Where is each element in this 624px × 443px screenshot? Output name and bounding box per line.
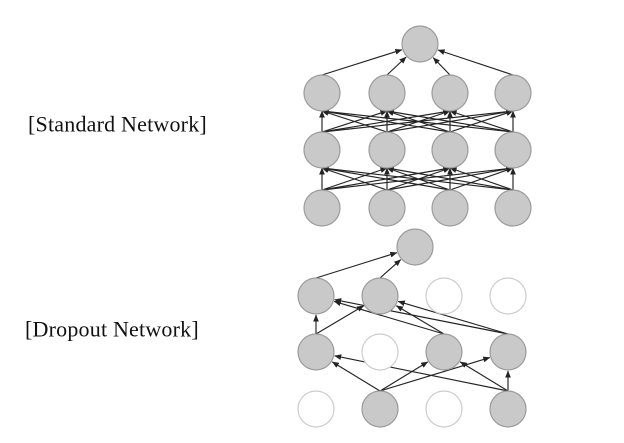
standard-network-input-layer-node-4: [494, 189, 532, 227]
dropout-network-hidden-layer-2-node-3: [425, 333, 463, 371]
standard-network-connection: [321, 110, 388, 133]
dropout-network-connection: [315, 305, 365, 335]
standard-network-connection: [449, 167, 514, 191]
standard-network-connection: [386, 109, 514, 133]
dropout-network-connection: [379, 361, 429, 392]
dropout-network-input-layer-node-2: [361, 390, 399, 428]
dropout-network-connection: [397, 300, 509, 335]
dropout-network-connection: [395, 305, 445, 335]
dropout-network-connection: [334, 354, 509, 392]
standard-network-hidden-layer-2-node-1: [303, 131, 341, 169]
dropout-network-connection: [333, 300, 445, 335]
dropout-network-input-layer-node-4: [489, 390, 527, 428]
standard-network-hidden-layer-2-node-3: [431, 131, 469, 169]
dropout-network-input-layer-node-1-dropped: [297, 390, 335, 428]
standard-network-hidden-layer-1-node-2: [368, 74, 406, 112]
standard-network-input-layer-node-2: [368, 189, 406, 227]
standard-network-connection: [449, 110, 514, 133]
dropout-network-hidden-layer-1-node-1: [297, 277, 335, 315]
dropout-network-hidden-layer-1-node-3-dropped: [425, 277, 463, 315]
dropout-network-connection: [331, 361, 381, 392]
dropout-network-connection: [334, 298, 509, 335]
standard-network-connection: [437, 49, 514, 76]
dropout-network-hidden-layer-2-node-4: [489, 333, 527, 371]
standard-network-connection: [432, 57, 451, 76]
standard-network-connection: [321, 109, 451, 133]
standard-network-connection: [321, 48, 403, 76]
standard-network-hidden-layer-1-node-1: [303, 74, 341, 112]
dropout-network-hidden-layer-1-node-2: [361, 277, 399, 315]
dropout-network-output-layer-node-1: [396, 228, 434, 266]
dropout-network-hidden-layer-2-node-1: [297, 333, 335, 371]
dropout-network-connection: [379, 356, 491, 392]
standard-network-connection: [386, 56, 407, 76]
standard-network-hidden-layer-2-node-4: [494, 131, 532, 169]
standard-network: [303, 25, 532, 227]
standard-network-output-layer-node-1: [401, 25, 439, 63]
standard-network-hidden-layer-1-node-3: [431, 74, 469, 112]
dropout-network-input-layer-node-3-dropped: [425, 390, 463, 428]
standard-network-connection: [321, 167, 388, 191]
dropout-network-connection: [315, 251, 398, 279]
standard-network-connection: [321, 108, 514, 133]
standard-network-connection: [386, 166, 514, 191]
standard-network-input-layer-node-3: [431, 189, 469, 227]
dropout-network-connection: [459, 361, 509, 392]
dropout-network-hidden-layer-1-node-4-dropped: [489, 277, 527, 315]
dropout-network-hidden-layer-2-node-2-dropped: [361, 333, 399, 371]
dropout-network-connection: [379, 259, 402, 279]
dropout-network-label: [Dropout Network]: [25, 316, 199, 342]
standard-network-hidden-layer-1-node-4: [494, 74, 532, 112]
standard-network-input-layer-node-1: [303, 189, 341, 227]
standard-network-connection: [321, 165, 514, 191]
standard-network-hidden-layer-2-node-2: [368, 131, 406, 169]
standard-network-connection: [321, 166, 451, 191]
dropout-network: [297, 228, 527, 428]
standard-network-label: [Standard Network]: [28, 111, 207, 137]
